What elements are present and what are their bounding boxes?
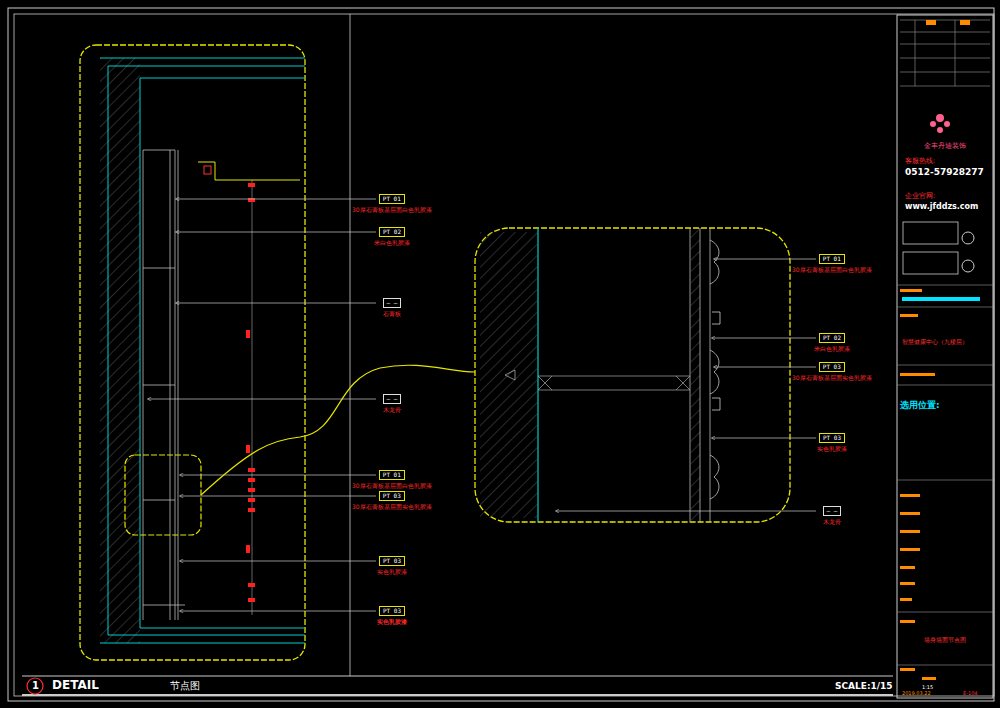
material-note: 30厚石膏板基层面实色乳胶漆 — [791, 374, 873, 382]
callout-tag: PT 03 30厚石膏板基层面实色乳胶漆 — [351, 491, 433, 511]
callout-tag: PT 02 米白色乳胶漆 — [813, 333, 851, 353]
location-label: 选用位置: — [900, 400, 940, 411]
hotline-label: 客服热线: — [905, 157, 935, 166]
drawing-name: 墙身墙面节点图 — [924, 636, 966, 644]
material-note: 米白色乳胶漆 — [373, 239, 411, 247]
callout-tag: PT 02 米白色乳胶漆 — [373, 227, 411, 247]
material-note: 木龙骨 — [382, 406, 402, 414]
material-code: PT 03 — [819, 362, 845, 372]
website-label: 企业官网: — [905, 192, 935, 201]
callout-tag: — — 石膏板 — [382, 298, 402, 318]
company-name: 金丰丹迪装饰 — [924, 142, 966, 151]
material-note: 米白色乳胶漆 — [813, 345, 851, 353]
material-code: PT 03 — [379, 606, 405, 616]
material-code: PT 01 — [819, 254, 845, 264]
callout-tag: PT 03 实色乳胶漆 — [376, 606, 408, 626]
callout-tag: PT 01 30厚石膏板基层面白色乳胶漆 — [351, 194, 433, 214]
detail-number: 1 — [32, 680, 39, 692]
material-code: PT 03 — [379, 491, 405, 501]
callout-tag: PT 03 实色乳胶漆 — [376, 556, 408, 576]
callout-tag: PT 03 实色乳胶漆 — [816, 433, 848, 453]
material-note: 实色乳胶漆 — [816, 445, 848, 453]
drawing-title: DETAIL — [52, 678, 99, 692]
material-note: 30厚石膏板基层面实色乳胶漆 — [351, 503, 433, 511]
material-code: — — — [823, 506, 842, 516]
material-code: PT 02 — [819, 333, 845, 343]
callout-tag: — — 木龙骨 — [822, 506, 842, 526]
project-name: 智慧健康中心（九楼层） — [902, 338, 968, 346]
material-note: 实色乳胶漆 — [376, 618, 408, 626]
callout-tag: — — 木龙骨 — [382, 394, 402, 414]
material-note: 实色乳胶漆 — [376, 568, 408, 576]
website-url: www.jfddzs.com — [905, 202, 978, 212]
scale-note: SCALE:1/15 — [835, 681, 893, 692]
material-code: — — — [383, 298, 402, 308]
material-code: PT 02 — [379, 227, 405, 237]
material-code: PT 01 — [379, 194, 405, 204]
material-note: 30厚石膏板基层面白色乳胶漆 — [791, 266, 873, 274]
date: 2019.03.22 — [902, 690, 931, 697]
sheet-number: E-104 — [963, 690, 978, 697]
material-code: — — — [383, 394, 402, 404]
material-note: 木龙骨 — [822, 518, 842, 526]
callout-tag: PT 01 30厚石膏板基层面白色乳胶漆 — [351, 470, 433, 490]
material-code: PT 03 — [819, 433, 845, 443]
material-code: PT 03 — [379, 556, 405, 566]
callout-tag: PT 03 30厚石膏板基层面实色乳胶漆 — [791, 362, 873, 382]
material-note: 30厚石膏板基层面白色乳胶漆 — [351, 206, 433, 214]
hotline-number: 0512-57928277 — [905, 167, 984, 178]
material-code: PT 01 — [379, 470, 405, 480]
detail-name: 节点图 — [170, 680, 200, 692]
material-note: 30厚石膏板基层面白色乳胶漆 — [351, 482, 433, 490]
material-note: 石膏板 — [382, 310, 402, 318]
callout-tag: PT 01 30厚石膏板基层面白色乳胶漆 — [791, 254, 873, 274]
scale-value: 1:15 — [922, 684, 933, 691]
